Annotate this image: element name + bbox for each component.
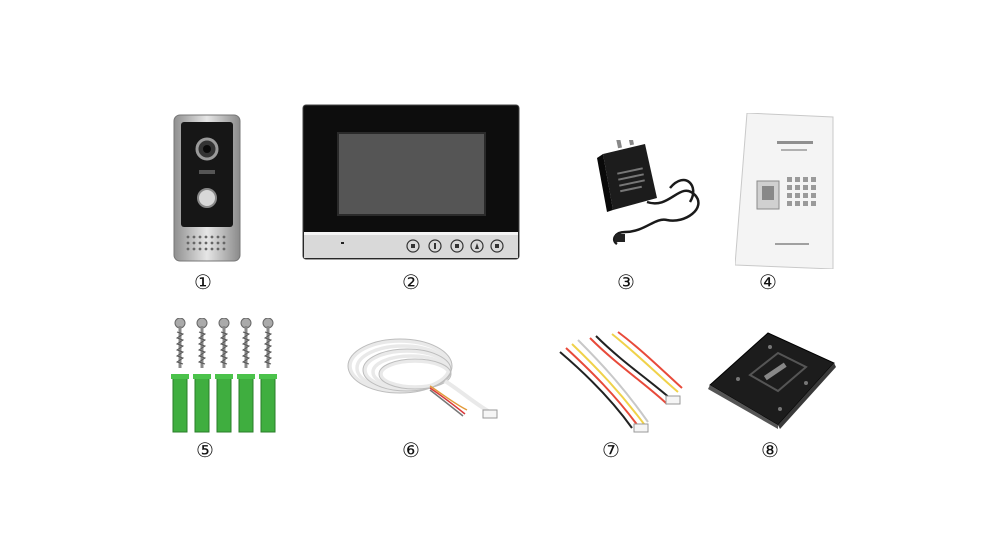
coiled-cable: [345, 326, 505, 436]
item-label-7: ⑦: [602, 438, 620, 462]
door-camera-unit: [172, 113, 242, 263]
wire-connectors: [552, 330, 687, 440]
item-label-6: ⑥: [402, 438, 420, 462]
power-adapter: [585, 140, 715, 250]
screws-and-anchors: [160, 318, 290, 438]
item-label-1: ①: [194, 270, 212, 294]
item-label-4: ④: [759, 270, 777, 294]
instruction-manual: [735, 113, 835, 269]
indoor-monitor: [302, 104, 520, 260]
item-label-8: ⑧: [761, 438, 779, 462]
item-label-5: ⑤: [196, 438, 214, 462]
item-label-3: ③: [617, 270, 635, 294]
item-label-2: ②: [402, 270, 420, 294]
mounting-bracket: [708, 325, 838, 430]
